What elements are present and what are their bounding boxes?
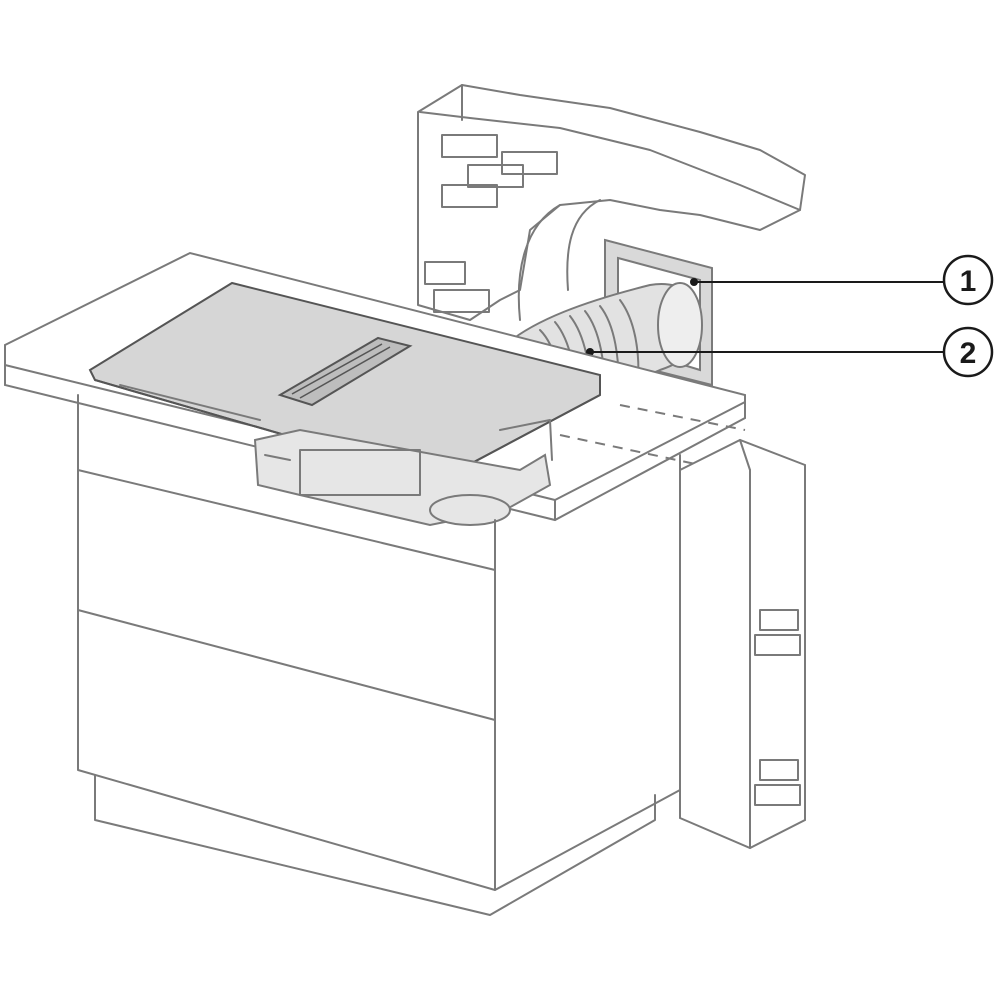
rear-wall xyxy=(417,84,806,321)
fan-unit xyxy=(253,419,553,527)
callout-2: 2 xyxy=(942,326,994,378)
callout-1-label: 1 xyxy=(960,265,977,298)
extractor-vent xyxy=(277,336,413,407)
callout-1: 1 xyxy=(942,254,994,306)
side-wall xyxy=(679,438,806,850)
cooktop xyxy=(88,281,601,482)
callout-2-label: 2 xyxy=(960,337,977,370)
wall-recess xyxy=(517,199,601,321)
